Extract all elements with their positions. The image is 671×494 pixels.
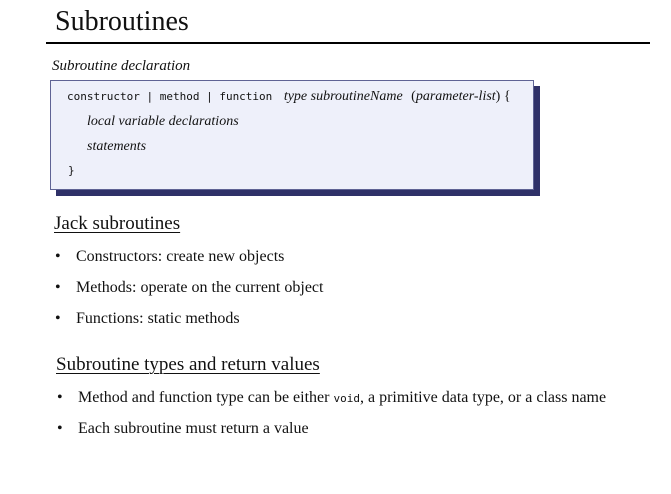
- title-divider: [46, 42, 650, 44]
- declaration-paren-open: (: [411, 89, 416, 104]
- declaration-caption: Subroutine declaration: [52, 58, 191, 74]
- declaration-parameter-list: parameter-list: [415, 89, 496, 104]
- declaration-line-closing-brace: }: [68, 164, 75, 177]
- declaration-type-name: type subroutineName: [283, 89, 403, 104]
- jack-subroutines-heading: Jack subroutines: [54, 213, 181, 234]
- bullet-icon: •: [55, 310, 61, 327]
- declaration-line-signature: constructor | method | function type sub…: [67, 88, 511, 106]
- bullet-icon: •: [55, 248, 61, 265]
- declaration-keywords: constructor | method | function: [67, 90, 273, 103]
- bullet-icon: •: [57, 420, 63, 437]
- void-keyword: void: [333, 392, 360, 405]
- declaration-box: constructor | method | function type sub…: [50, 80, 534, 190]
- bullet-icon: •: [55, 279, 61, 296]
- declaration-line-locals: local variable declarations: [87, 114, 239, 129]
- bullet-icon: •: [57, 389, 63, 406]
- declaration-paren-close: ) {: [495, 89, 511, 104]
- declaration-line-statements: statements: [87, 139, 147, 154]
- page-title: Subroutines: [55, 6, 189, 37]
- types-heading: Subroutine types and return values: [56, 354, 320, 375]
